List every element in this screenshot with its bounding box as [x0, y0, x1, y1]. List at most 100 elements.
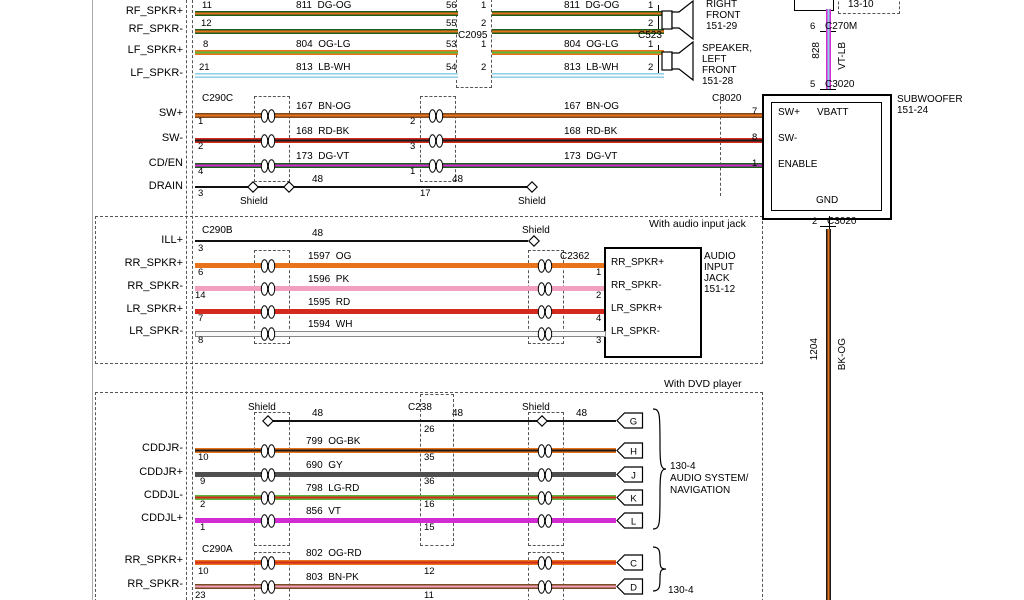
signal-label: LF_SPKR- — [130, 67, 183, 79]
connector-pin-C: C — [616, 554, 644, 571]
wire-code-label: 813 LB-WH — [296, 62, 351, 73]
wire-828-vt-lb — [826, 9, 831, 89]
wire-856-vt — [195, 518, 616, 523]
drain-wire-48 — [268, 420, 616, 422]
twisted-pair-icon — [537, 258, 553, 273]
pin-number: 9 — [200, 476, 206, 487]
signal-label: LR_SPKR+ — [126, 303, 183, 315]
svg-text:J: J — [631, 471, 636, 482]
signal-label: CDDJL- — [143, 489, 183, 501]
section-label: With DVD player — [664, 378, 742, 390]
pin-number: 1 — [596, 267, 602, 278]
twisted-pair-icon — [260, 133, 276, 148]
shield-diamond-icon — [536, 414, 548, 427]
svg-text:K: K — [630, 494, 637, 505]
pin-number: 2 — [198, 141, 204, 152]
pin-number: 55 — [446, 18, 457, 29]
wire-code-label: 167 BN-OG — [296, 101, 352, 112]
wire-811-dg-og — [492, 11, 664, 16]
connector-label: C3020 — [712, 93, 742, 104]
twisted-pair-icon — [537, 281, 553, 296]
wire-code-label: 804 OG-LG — [564, 39, 619, 50]
component-label: 151-28 — [702, 76, 734, 87]
wire-code-label: 48 — [312, 174, 324, 185]
component-label: JACK — [704, 273, 730, 284]
svg-text:H: H — [630, 447, 637, 458]
connector-label: C2095 — [458, 30, 488, 41]
pin-number: 21 — [199, 62, 210, 73]
shield-label: Shield — [240, 196, 268, 207]
module-box-partial — [794, 0, 834, 11]
pin-number: 6 — [810, 21, 816, 32]
main-connector-dash-line — [192, 0, 193, 600]
twisted-pair-icon — [428, 133, 444, 148]
component-label: 130-4 — [668, 585, 694, 596]
pin-number: 2 — [200, 499, 206, 510]
twisted-pair-icon — [260, 555, 276, 570]
c3020-dash-line — [720, 96, 721, 196]
component-label: ENABLE — [778, 159, 818, 170]
wire-799-og-bk — [195, 448, 616, 453]
twisted-pair-icon — [537, 443, 553, 458]
connector-group-brace — [652, 546, 667, 592]
twisted-pair-icon — [537, 513, 553, 528]
drain-wire-48 — [195, 186, 532, 188]
wire-1594-wh — [195, 331, 606, 337]
wire-rf-spkr-neg — [492, 29, 664, 34]
wire-code-label: 48 — [452, 408, 464, 419]
wire-168-rd-bk — [195, 138, 762, 143]
twist-box — [528, 412, 564, 546]
component-label: 151-12 — [704, 284, 736, 295]
wire-804-og-lg — [492, 50, 664, 55]
pin-number: 4 — [596, 313, 602, 324]
component-label: RR_SPKR- — [611, 280, 662, 291]
wire-173-dg-vt — [195, 163, 762, 168]
connector-label: C290A — [202, 544, 233, 555]
page-edge-line — [92, 0, 93, 600]
svg-text:L: L — [631, 517, 636, 528]
twisted-pair-icon — [537, 579, 553, 594]
twisted-pair-icon — [537, 304, 553, 319]
connector-label: C270M — [825, 21, 858, 32]
pin-number: 1 — [481, 0, 487, 11]
wire-code-label: 48 — [452, 174, 464, 185]
component-label: LR_SPKR+ — [611, 303, 663, 314]
wire-code-label: 1204 — [809, 338, 820, 361]
pin-number: 15 — [424, 522, 435, 533]
ref-box-13-10 — [838, 0, 900, 14]
pin-number: 7 — [198, 313, 204, 324]
pin-number: 1 — [410, 166, 416, 177]
signal-label: RF_SPKR- — [128, 23, 183, 35]
pin-number: 14 — [195, 290, 206, 301]
shield-diamond-icon — [526, 180, 538, 193]
twisted-pair-icon — [260, 490, 276, 505]
pin-number: 3 — [198, 188, 204, 199]
wire-code-label: 173 DG-VT — [564, 151, 618, 162]
shield-diamond-icon — [262, 414, 274, 427]
shield-diamond-icon — [528, 234, 540, 247]
twisted-pair-icon — [537, 467, 553, 482]
twisted-pair-icon — [260, 326, 276, 341]
wire-1596-pk — [195, 286, 604, 291]
wire-rf-spkr-neg — [195, 29, 458, 34]
pin-number: 1 — [198, 116, 204, 127]
connector-pin-J: J — [616, 466, 644, 483]
twisted-pair-icon — [260, 467, 276, 482]
wire-813-lb-wh — [195, 73, 458, 78]
wire-code-label: 48 — [576, 408, 588, 419]
twist-box — [254, 552, 290, 600]
pin-number: 1 — [648, 39, 654, 50]
component-label: SUBWOOFER — [897, 94, 963, 105]
component-label: INPUT — [704, 262, 734, 273]
pin-number: 26 — [424, 424, 435, 435]
speaker-left-front-icon — [661, 40, 694, 82]
connector-c2095-box — [456, 0, 492, 88]
signal-label: LF_SPKR+ — [127, 44, 183, 56]
pin-number: 17 — [420, 188, 431, 199]
wire-code-label: 1596 PK — [308, 274, 350, 285]
wire-code-label: 1595 RD — [308, 297, 351, 308]
wire-code-label: 48 — [312, 408, 324, 419]
pin-number: 56 — [446, 0, 457, 11]
pin-number: 54 — [446, 62, 457, 73]
pin-number: 3 — [410, 141, 416, 152]
